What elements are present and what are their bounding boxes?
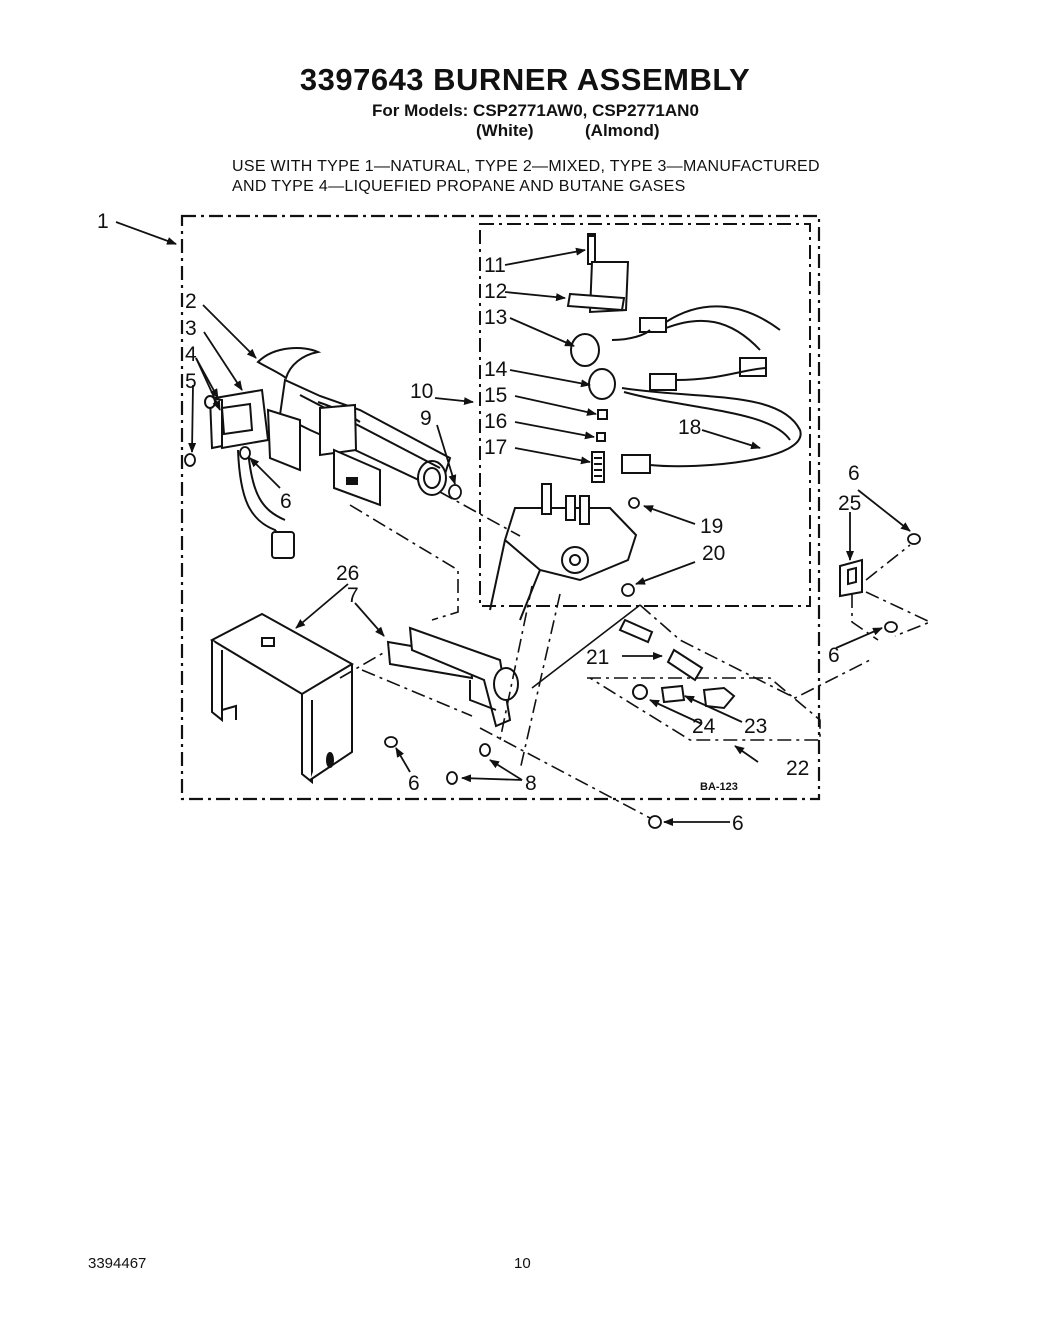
assembly-guide-lines bbox=[339, 491, 933, 819]
assembly-frame bbox=[180, 214, 821, 801]
page-title: 3397643 BURNER ASSEMBLY bbox=[299, 62, 751, 97]
callout-24: 24 bbox=[692, 715, 716, 738]
callout-26: 26 bbox=[336, 562, 359, 585]
callout-17: 17 bbox=[484, 436, 507, 459]
diagram-code: BA-123 bbox=[700, 781, 738, 793]
callout-7: 7 bbox=[347, 584, 359, 607]
color-almond-label: (Almond) bbox=[585, 121, 660, 140]
footer-page-number: 10 bbox=[514, 1255, 531, 1272]
callout-16: 16 bbox=[484, 410, 507, 433]
callout-6-bracket: 6 bbox=[408, 772, 420, 795]
callout-14: 14 bbox=[484, 358, 508, 381]
callout-10: 10 bbox=[410, 380, 433, 403]
callout-22: 22 bbox=[786, 757, 809, 780]
callout-20: 20 bbox=[702, 542, 725, 565]
support-bracket bbox=[209, 612, 354, 785]
callout-25: 25 bbox=[838, 492, 861, 515]
valve-bracket bbox=[386, 626, 519, 728]
usage-line-2: AND TYPE 4—LIQUEFIED PROPANE AND BUTANE … bbox=[232, 178, 686, 195]
callout-18: 18 bbox=[678, 416, 701, 439]
callout-6-clip-top: 6 bbox=[848, 462, 860, 485]
callout-1: 1 bbox=[97, 210, 109, 233]
callout-6-bottom: 6 bbox=[732, 812, 744, 835]
callout-13: 13 bbox=[484, 306, 507, 329]
wiring-harness bbox=[611, 305, 802, 474]
usage-line-1: USE WITH TYPE 1—NATURAL, TYPE 2—MIXED, T… bbox=[232, 158, 820, 175]
callout-6-burner: 6 bbox=[280, 490, 292, 513]
callout-23: 23 bbox=[744, 715, 767, 738]
footer-part-number: 3394467 bbox=[88, 1255, 147, 1272]
callout-5: 5 bbox=[185, 370, 197, 393]
callout-11: 11 bbox=[484, 254, 506, 277]
callout-9: 9 bbox=[420, 407, 432, 430]
callout-3: 3 bbox=[185, 317, 197, 340]
igniter-assembly bbox=[204, 388, 301, 559]
callout-leaders bbox=[115, 221, 911, 826]
burner-mounting-bracket bbox=[319, 403, 381, 507]
callout-2: 2 bbox=[185, 290, 197, 313]
valve-stack bbox=[566, 233, 630, 483]
models-line: For Models: CSP2771AW0, CSP2771AN0 bbox=[372, 101, 699, 120]
screws bbox=[184, 446, 921, 829]
callout-4: 4 bbox=[185, 343, 197, 366]
callout-8: 8 bbox=[525, 772, 537, 795]
clip-25 bbox=[839, 558, 863, 598]
valve-body bbox=[489, 483, 638, 621]
callout-19: 19 bbox=[700, 515, 723, 538]
callout-15: 15 bbox=[484, 384, 507, 407]
gas-usage-note: USE WITH TYPE 1—NATURAL, TYPE 2—MIXED, T… bbox=[232, 157, 820, 197]
color-white-label: (White) bbox=[476, 121, 534, 140]
valve-group-frame bbox=[479, 223, 811, 607]
leader-21-group bbox=[531, 604, 641, 689]
callout-12: 12 bbox=[484, 280, 507, 303]
callout-6-clip-bottom: 6 bbox=[828, 644, 840, 667]
orifice-parts bbox=[618, 618, 736, 710]
callout-21: 21 bbox=[586, 646, 609, 669]
